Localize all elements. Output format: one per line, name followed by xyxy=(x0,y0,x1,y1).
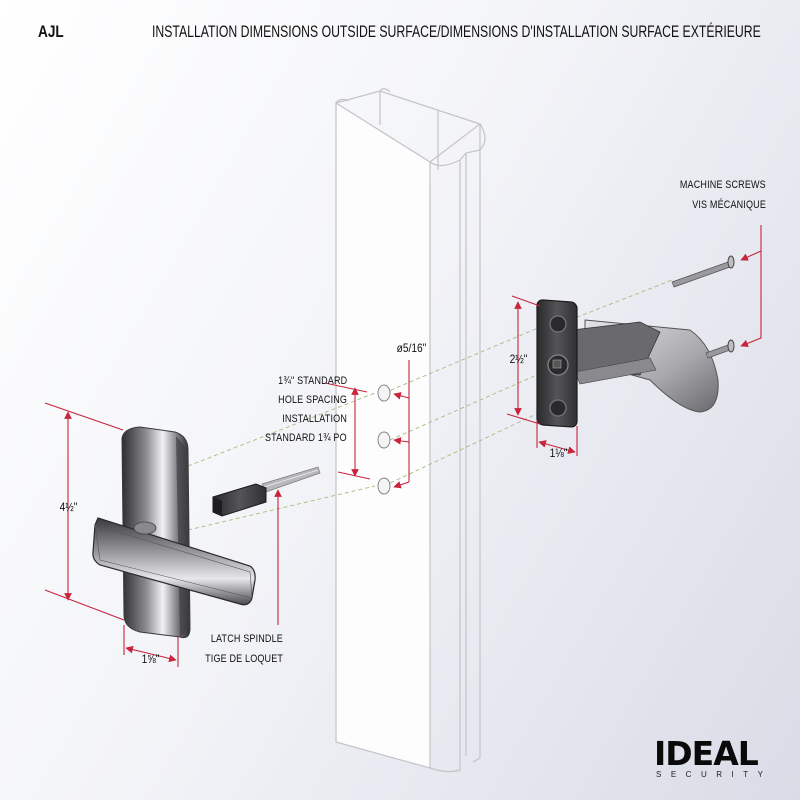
outside-handle xyxy=(92,426,256,639)
inside-latch-assembly xyxy=(536,299,719,428)
hole-spacing-label-1: 1¾" STANDARD xyxy=(277,375,347,387)
hole-spacing-label-2: HOLE SPACING xyxy=(278,394,347,406)
machine-screws-label-en: MACHINE SCREWS xyxy=(680,179,766,191)
page-title: INSTALLATION DIMENSIONS OUTSIDE SURFACE/… xyxy=(152,22,761,41)
hole-spacing-label-3: INSTALLATION xyxy=(282,413,347,425)
alignment-guides xyxy=(187,279,673,531)
model-label: AJL xyxy=(38,22,64,41)
latch-spindle-label-en: LATCH SPINDLE xyxy=(210,633,283,645)
brand-tagline: SECURITY xyxy=(656,770,773,779)
handle-width-dim: 1⅝" xyxy=(141,652,160,666)
handle-height-dim: 4½" xyxy=(59,500,78,514)
plate-height-dim: 2½" xyxy=(509,352,528,366)
latch-spindle-label-fr: TIGE DE LOQUET xyxy=(205,653,283,665)
brand-logo: IDEAL SECURITY xyxy=(654,734,773,779)
dimension-lines xyxy=(44,225,762,667)
machine-screws-label-fr: VIS MÉCANIQUE xyxy=(692,199,766,211)
hole-diameter-dim: ø5/16" xyxy=(396,341,427,355)
hole-spacing-label-4: STANDARD 1¾ PO xyxy=(265,432,347,444)
mounting-holes xyxy=(377,384,391,495)
plate-width-dim: 1⅛" xyxy=(549,446,568,460)
machine-screws xyxy=(671,255,735,359)
door-frame xyxy=(335,88,486,773)
latch-spindle xyxy=(212,466,321,517)
brand-name: IDEAL xyxy=(654,734,759,773)
